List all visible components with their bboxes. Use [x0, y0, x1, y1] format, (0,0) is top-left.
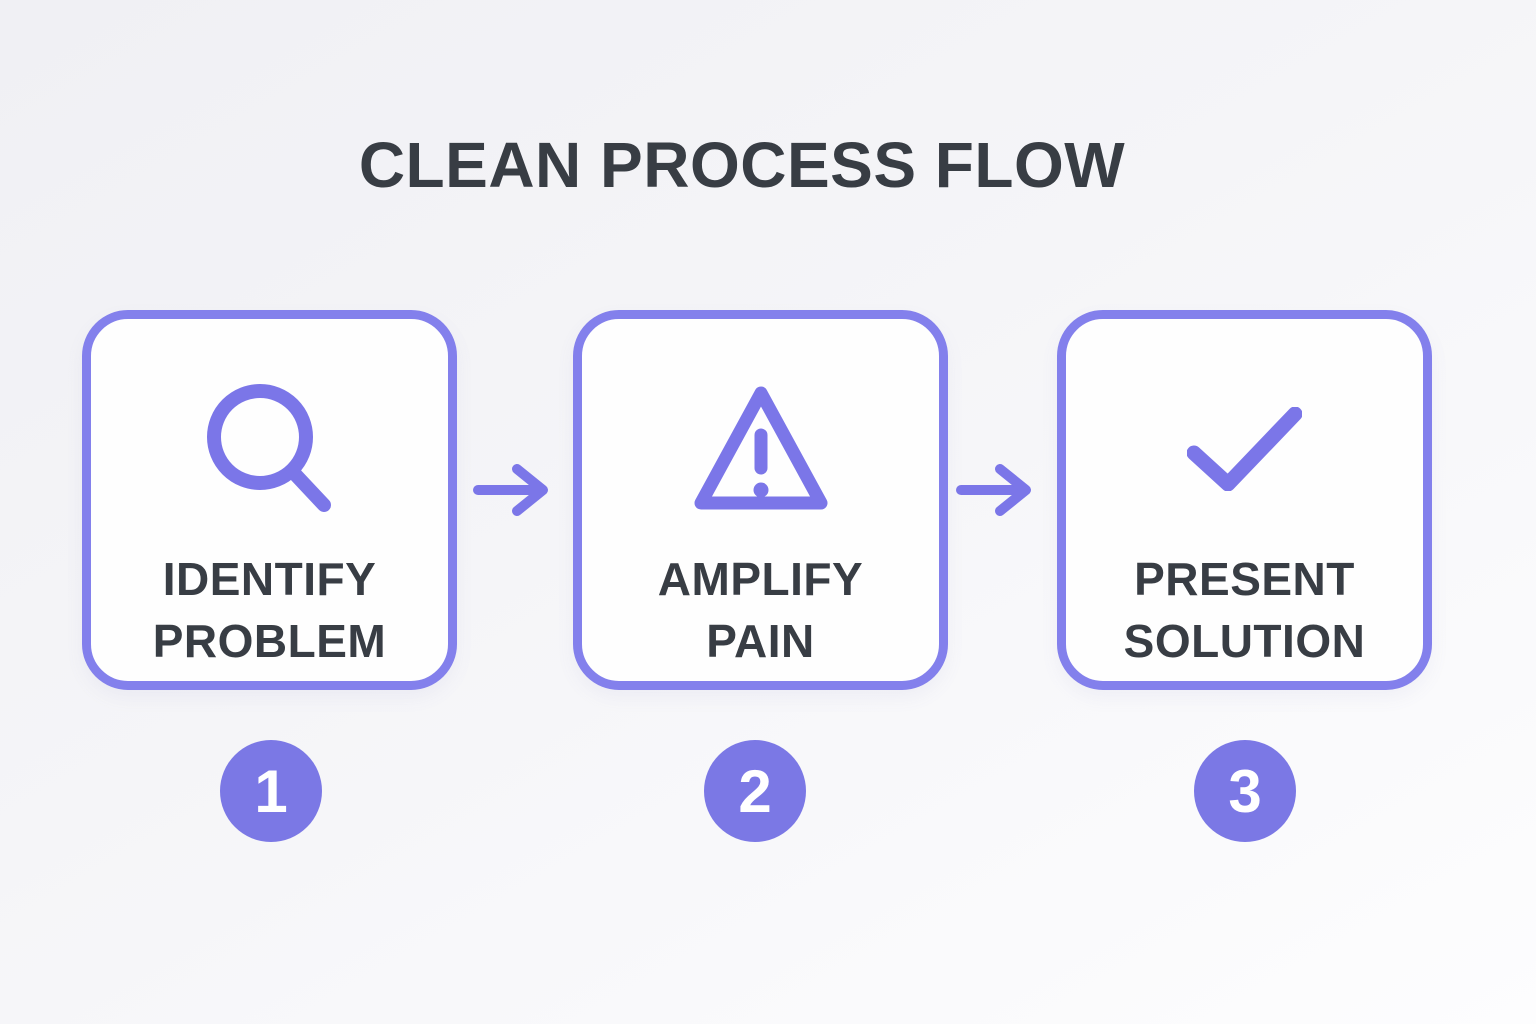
- step-3-number-badge: 3: [1194, 740, 1296, 842]
- step-3-number: 3: [1228, 757, 1262, 825]
- connector-1: [473, 462, 553, 523]
- step-2-label-line1: AMPLIFY: [657, 553, 864, 605]
- step-3-label-line1: PRESENT: [1134, 553, 1355, 605]
- step-2-label-line2: PAIN: [706, 615, 815, 667]
- step-1-number: 1: [254, 757, 288, 825]
- step-box-identify-problem: IDENTIFY PROBLEM: [82, 310, 457, 690]
- arrow-right-icon: [473, 464, 548, 516]
- step-3-label-line2: SOLUTION: [1123, 615, 1366, 667]
- step-2-number: 2: [738, 757, 772, 825]
- magnifier-icon: [206, 384, 331, 512]
- step-1-label-line1: IDENTIFY: [162, 553, 377, 605]
- step-1-label-line2: PROBLEM: [152, 615, 387, 667]
- warning-triangle-icon: [694, 386, 827, 510]
- page-title: CLEAN PROCESS FLOW: [358, 129, 1126, 201]
- arrow-right-icon: [956, 464, 1031, 516]
- connector-2: [956, 462, 1036, 523]
- step-box-amplify-pain: AMPLIFY PAIN: [573, 310, 948, 690]
- step-1-number-badge: 1: [220, 740, 322, 842]
- step-box-present-solution: PRESENT SOLUTION: [1057, 310, 1432, 690]
- step-2-icon-area: [582, 319, 939, 579]
- step-3-icon-area: [1066, 319, 1423, 579]
- step-3-label: PRESENT SOLUTION: [1072, 548, 1417, 672]
- checkmark-icon: [1187, 407, 1302, 491]
- step-2-number-badge: 2: [704, 740, 806, 842]
- step-1-label: IDENTIFY PROBLEM: [97, 548, 442, 672]
- step-1-icon-area: [91, 319, 448, 579]
- step-2-label: AMPLIFY PAIN: [588, 548, 933, 672]
